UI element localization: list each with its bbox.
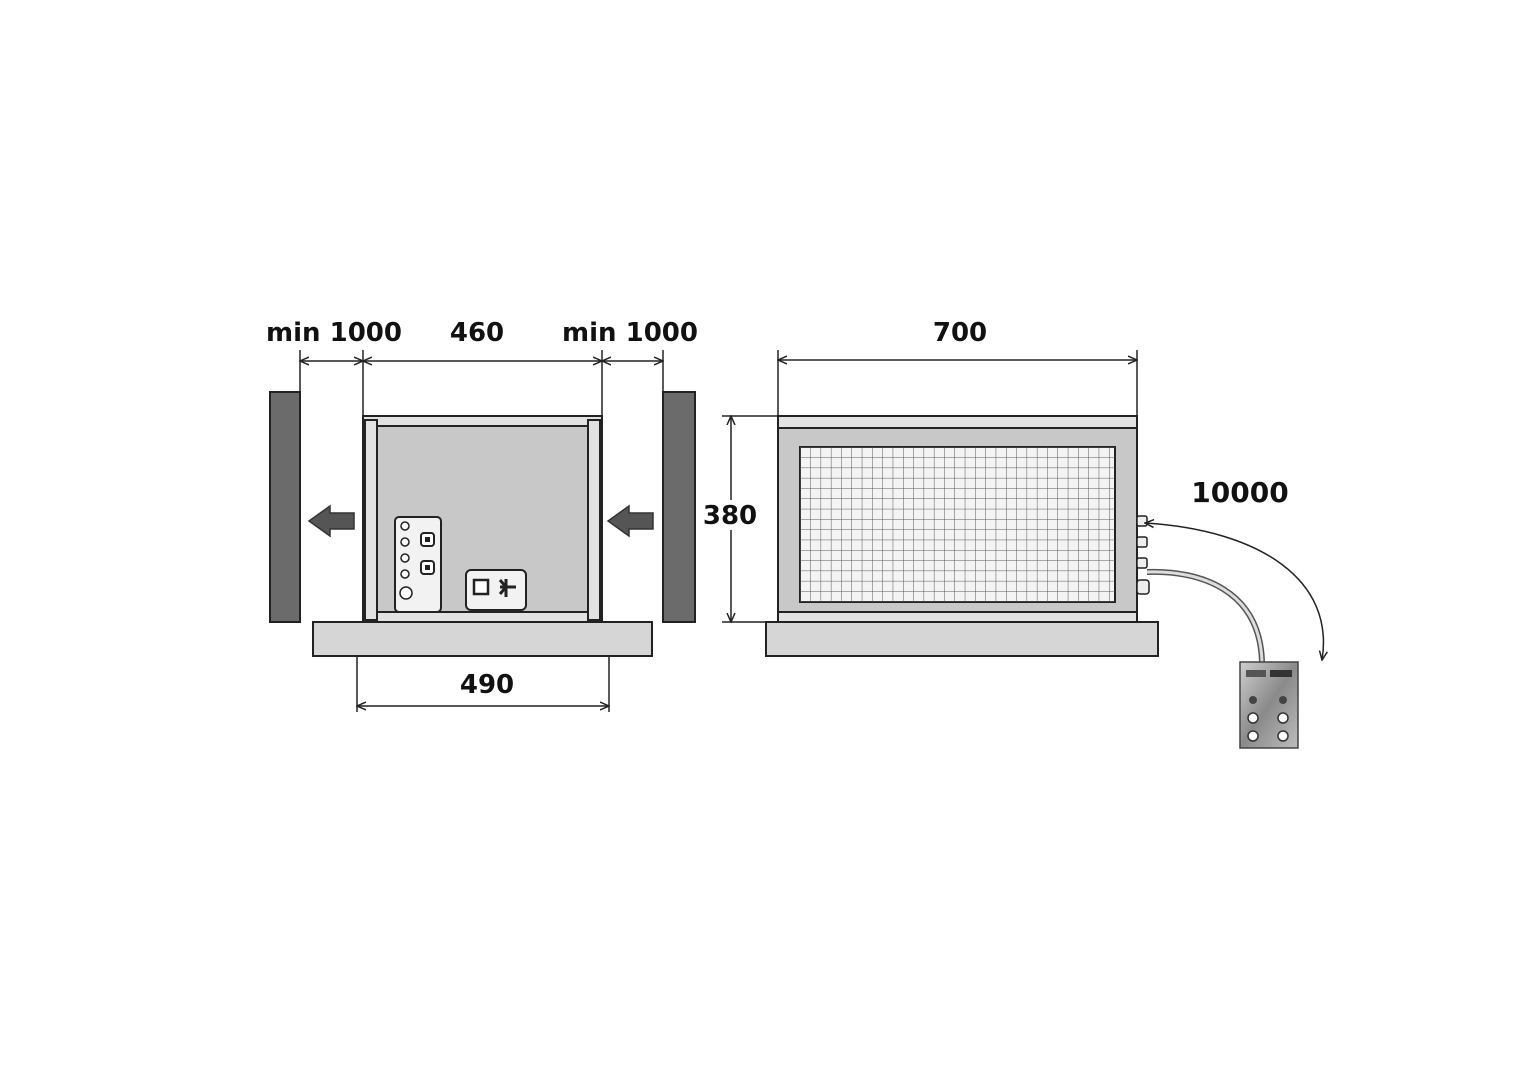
electrical-panel xyxy=(394,516,442,613)
left-unit-side-post-left xyxy=(364,419,378,621)
left-view: min 1000 460 min 1000 490 xyxy=(266,318,698,712)
right-unit-top-strip xyxy=(777,415,1138,429)
right-wall xyxy=(662,391,696,623)
dim-arc-cable-length xyxy=(1145,523,1323,660)
left-unit-side-post-right xyxy=(587,419,601,621)
panel-port-2 xyxy=(400,537,410,547)
panel-port-1 xyxy=(400,521,410,531)
left-unit-base xyxy=(312,621,653,657)
right-unit-base xyxy=(765,621,1159,657)
dim-height-label: 380 xyxy=(703,501,757,531)
left-wall xyxy=(269,391,301,623)
connector-ports xyxy=(1136,515,1150,595)
dim-length-label: 700 xyxy=(933,318,987,348)
condenser-grille-mesh xyxy=(800,447,1115,602)
dim-right-clearance-label: min 1000 xyxy=(562,318,698,348)
left-unit-top-strip xyxy=(362,415,603,427)
panel-port-5 xyxy=(399,586,413,600)
panel-port-4 xyxy=(400,569,410,579)
right-unit-bottom-strip xyxy=(777,611,1138,623)
dim-left-clearance-label: min 1000 xyxy=(266,318,402,348)
dim-width-top-label: 460 xyxy=(450,318,504,348)
arrow-left-icon xyxy=(307,504,355,538)
compressor-box xyxy=(465,569,527,611)
right-view: 10000 700 380 xyxy=(703,318,1324,749)
panel-port-3 xyxy=(400,553,410,563)
controller-cable xyxy=(1146,568,1265,663)
arrow-left-icon xyxy=(606,504,654,538)
left-unit-bottom-strip xyxy=(376,611,589,623)
dim-base-width-label: 490 xyxy=(460,670,514,700)
dim-cable-length-label: 10000 xyxy=(1191,476,1288,509)
remote-controller-icon xyxy=(1239,661,1299,749)
